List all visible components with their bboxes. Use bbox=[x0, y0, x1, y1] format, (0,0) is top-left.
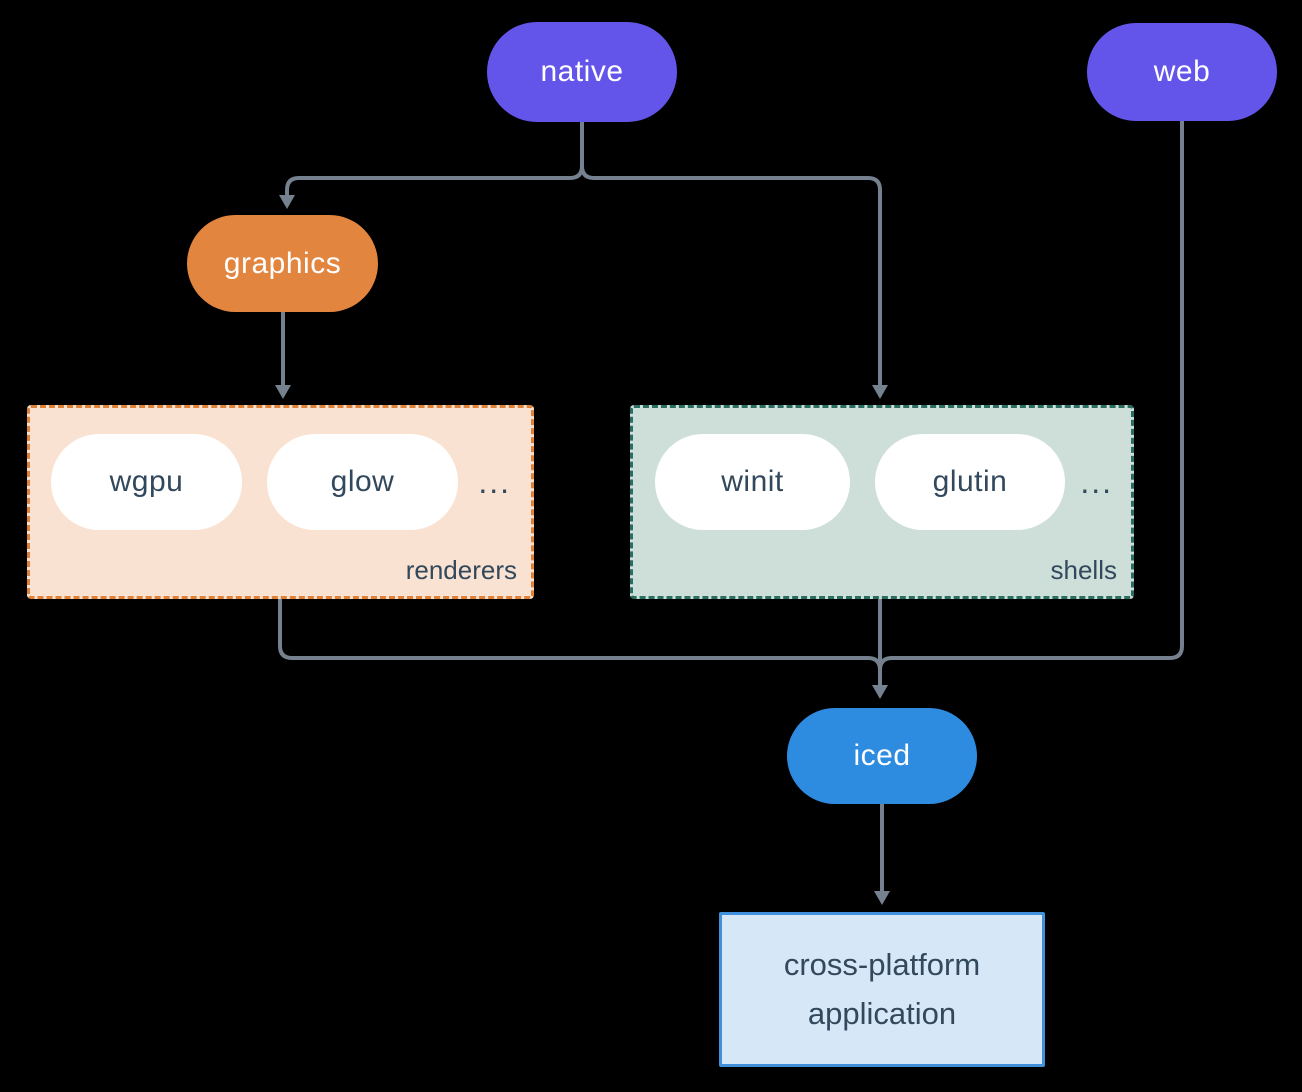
node-iced: iced bbox=[787, 708, 977, 804]
arrowhead-renderers bbox=[275, 385, 291, 399]
pill-glow: glow bbox=[267, 434, 458, 530]
arrowhead-iced bbox=[872, 685, 888, 699]
cross-platform-application-box: cross-platform application bbox=[719, 912, 1045, 1067]
pill-winit: winit bbox=[655, 434, 850, 530]
node-graphics: graphics bbox=[187, 215, 378, 312]
pill-wgpu: wgpu bbox=[51, 434, 242, 530]
pill-glutin: glutin bbox=[875, 434, 1065, 530]
edge-native-to-shells bbox=[580, 120, 882, 387]
arrowhead-shells bbox=[872, 385, 888, 399]
renderers-ellipsis: ... bbox=[478, 463, 511, 500]
edge-renderers-to-iced bbox=[278, 597, 882, 672]
group-shells: winit glutin ... shells bbox=[630, 405, 1134, 599]
edge-native-to-graphics bbox=[285, 120, 584, 197]
shells-ellipsis: ... bbox=[1080, 463, 1113, 500]
arrowhead-graphics bbox=[279, 195, 295, 209]
shells-group-label: shells bbox=[1050, 555, 1117, 585]
node-native: native bbox=[487, 22, 677, 122]
group-renderers: wgpu glow ... renderers bbox=[27, 405, 534, 599]
arrowhead-app bbox=[874, 891, 890, 905]
node-web: web bbox=[1087, 23, 1277, 121]
renderers-group-label: renderers bbox=[405, 555, 517, 585]
